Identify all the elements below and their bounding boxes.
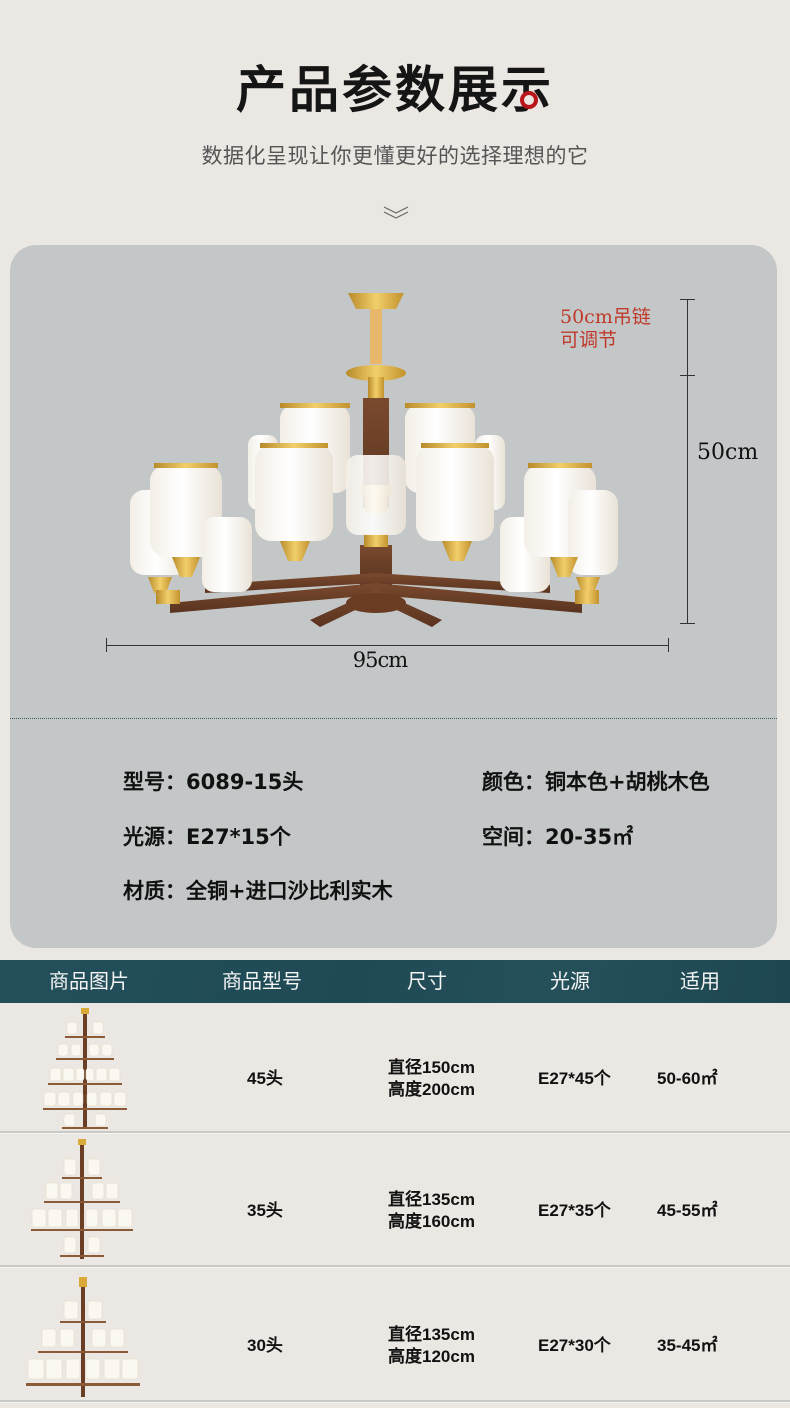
chandelier-30-head-thumbnail [26,1277,140,1397]
width-dimension-tick-left [106,638,107,652]
width-dimension-label: 95cm [352,648,408,672]
width-dimension-tick-right [668,638,669,652]
height-dimension-label: 50cm [697,440,759,465]
dotted-divider [10,718,777,719]
column-header-size: 尺寸 [407,969,447,993]
column-header-image: 商品图片 [49,969,129,993]
height-dimension-tick-bottom [680,623,695,624]
row-area: 50-60㎡ [657,1069,718,1088]
table-row: 35头 直径135cm 高度160cm E27*35个 45-55㎡ [0,1135,790,1265]
row-model: 35头 [247,1201,283,1220]
column-header-light: 光源 [550,969,590,993]
row-size: 直径135cm 高度160cm [388,1190,475,1231]
spec-color: 颜色：铜本色+胡桃木色 [482,770,710,794]
comparison-table-header: 商品图片 商品型号 尺寸 光源 适用 [0,960,790,1003]
column-header-area: 适用 [680,969,720,993]
row-area: 45-55㎡ [657,1201,718,1220]
spec-material: 材质：全铜+进口沙比利实木 [123,879,393,903]
page-title: 产品参数展示 [236,60,554,119]
spec-light-source: 光源：E27*15个 [123,825,291,849]
column-header-model: 商品型号 [222,969,302,993]
chain-adjustable-note: 50cm吊链 可调节 [560,306,651,351]
chandelier-product-image [130,293,618,627]
table-row: 45头 直径150cm 高度200cm E27*45个 50-60㎡ [0,1003,790,1133]
row-light: E27*30个 [538,1336,611,1355]
title-ring-ornament-icon [520,91,538,109]
table-row: 30头 直径135cm 高度120cm E27*30个 35-45㎡ [0,1269,790,1399]
row-divider [0,1400,790,1403]
height-dimension-line [687,299,688,623]
width-dimension-line [106,645,669,646]
row-divider [0,1265,790,1268]
row-light: E27*45个 [538,1069,611,1088]
row-size: 直径135cm 高度120cm [388,1325,475,1366]
row-light: E27*35个 [538,1201,611,1220]
double-chevron-down-icon [383,206,409,219]
height-dimension-tick-top [680,299,695,300]
chandelier-35-head-thumbnail [31,1139,133,1259]
row-area: 35-45㎡ [657,1336,718,1355]
spec-space: 空间：20-35㎡ [482,825,634,849]
row-model: 30头 [247,1336,283,1355]
spec-model: 型号：6089-15头 [123,770,304,794]
row-divider [0,1131,790,1134]
page-subtitle: 数据化呈现让你更懂更好的选择理想的它 [201,144,589,168]
row-size: 直径150cm 高度200cm [388,1058,475,1099]
chandelier-45-head-thumbnail [43,1008,127,1129]
height-dimension-tick-mid [680,375,695,376]
row-model: 45头 [247,1069,283,1088]
